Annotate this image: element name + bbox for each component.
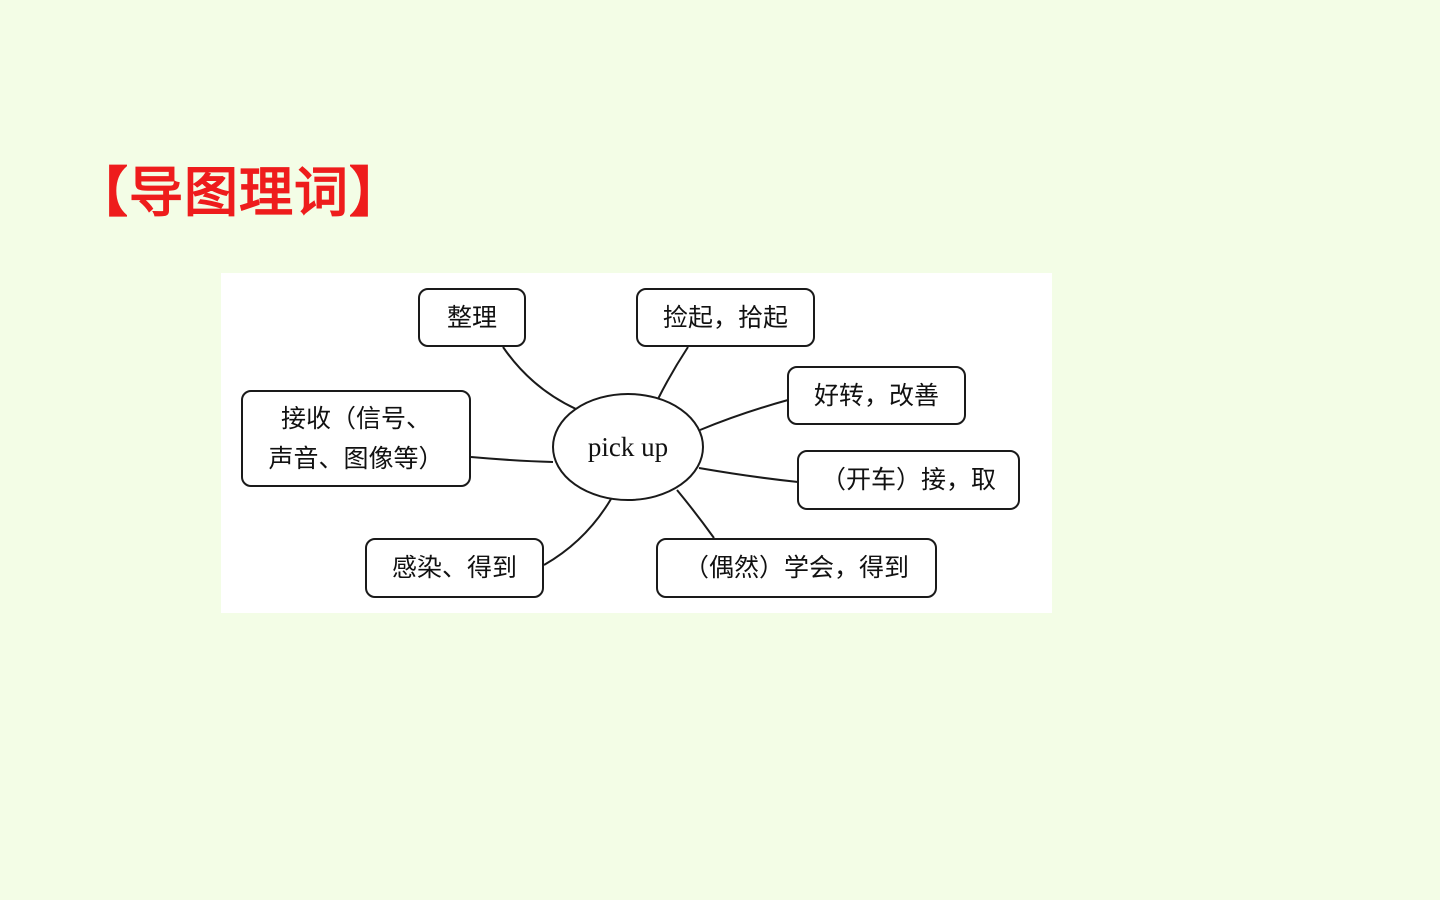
connector-improve xyxy=(699,399,789,431)
mind-map-diagram: pick up 整理 捡起，拾起 好转，改善 接收（信号、 声音、图像等） （开… xyxy=(221,273,1052,613)
node-receive: 接收（信号、 声音、图像等） xyxy=(241,390,471,487)
node-tidy: 整理 xyxy=(418,288,526,347)
center-ellipse xyxy=(552,393,704,501)
connector-pick-up-from-ground xyxy=(657,346,689,400)
node-improve-label: 好转，改善 xyxy=(813,380,939,410)
node-pick-up-from-ground: 捡起，拾起 xyxy=(636,288,815,347)
connector-collect-by-car xyxy=(698,467,799,483)
node-receive-line2: 声音、图像等） xyxy=(268,443,444,473)
center-node-label: pick up xyxy=(587,431,669,462)
node-learn-by-chance-label: （偶然）学会，得到 xyxy=(683,553,909,582)
node-catch-get: 感染、得到 xyxy=(365,538,544,598)
node-learn-by-chance: （偶然）学会，得到 xyxy=(656,538,937,598)
connector-tidy xyxy=(502,346,577,410)
connector-learn-by-chance xyxy=(676,489,715,539)
node-collect-by-car-label: （开车）接，取 xyxy=(820,465,996,494)
mind-map-connectors xyxy=(470,346,799,566)
node-receive-line1: 接收（信号、 xyxy=(280,403,431,433)
connector-catch-get xyxy=(543,498,612,566)
node-improve: 好转，改善 xyxy=(787,366,966,425)
node-catch-get-label: 感染、得到 xyxy=(391,553,517,582)
page-title: 【导图理词】 xyxy=(74,161,404,224)
node-tidy-label: 整理 xyxy=(446,302,497,332)
node-pick-up-from-ground-label: 捡起，拾起 xyxy=(662,302,788,332)
connector-receive xyxy=(470,456,554,463)
node-collect-by-car: （开车）接，取 xyxy=(797,450,1020,510)
